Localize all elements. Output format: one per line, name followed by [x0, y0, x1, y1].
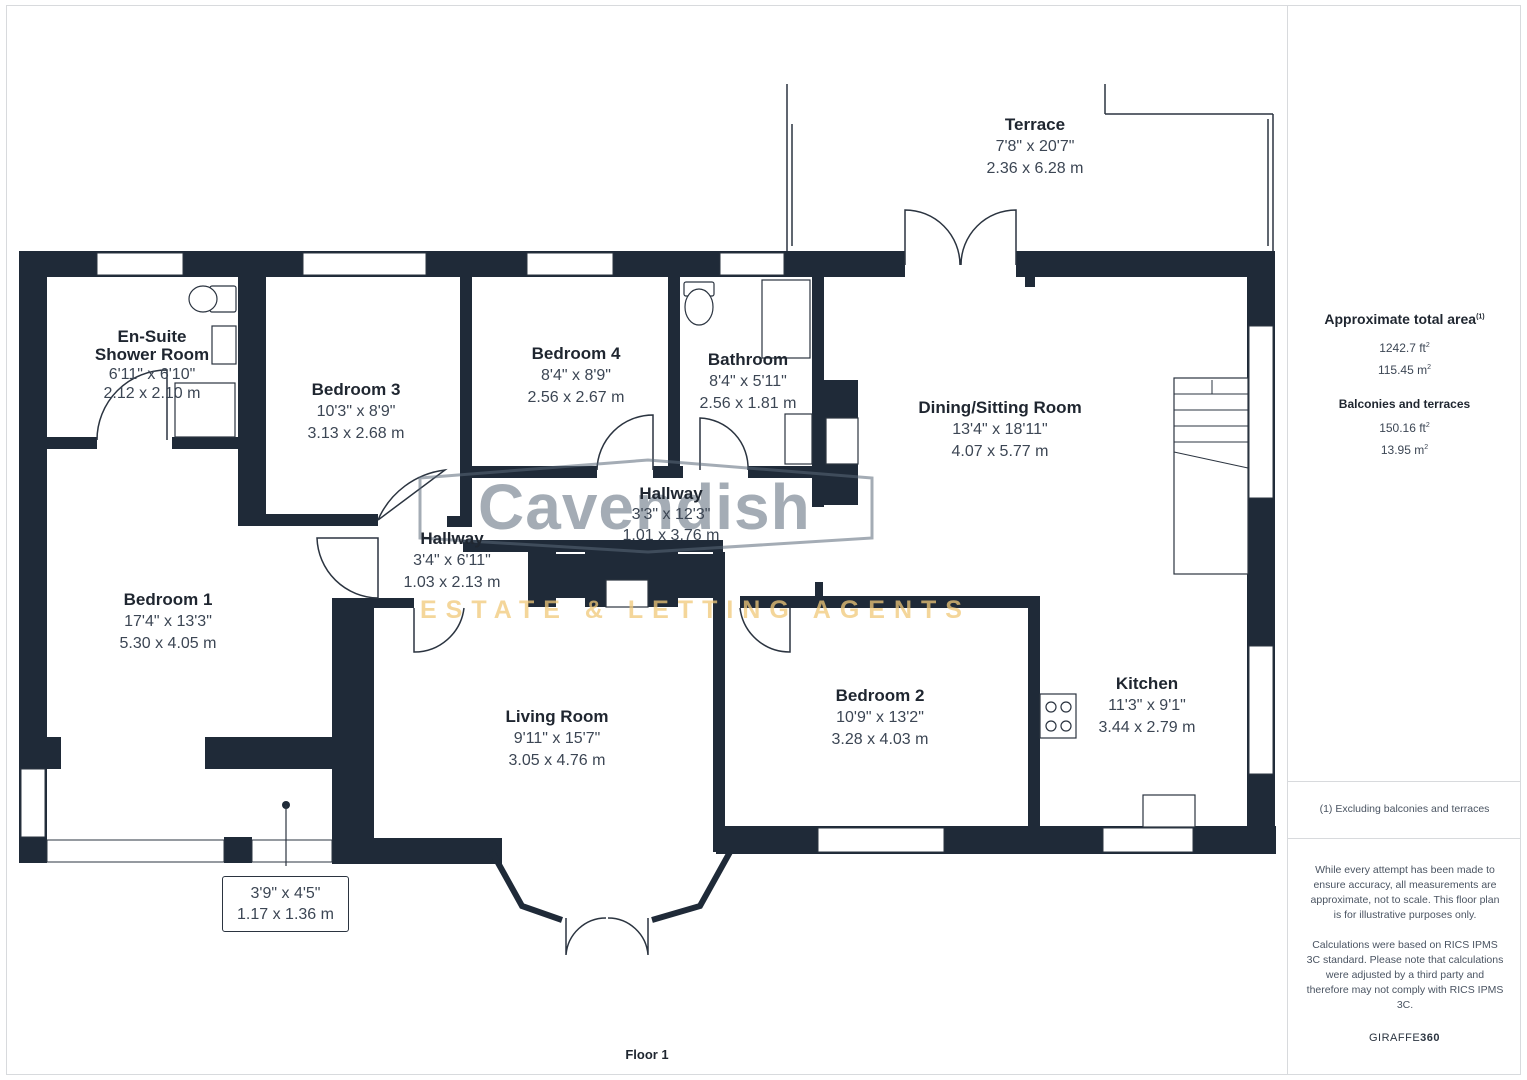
room-imperial: 8'4" x 5'11" — [709, 373, 787, 390]
room-imperial: 8'4" x 8'9" — [541, 367, 611, 384]
room-name: Hallway — [639, 484, 703, 503]
watermark-outline — [418, 458, 874, 554]
room-imperial: 13'4" x 18'11" — [952, 421, 1048, 438]
room-metric: 1.17 x 1.36 m — [237, 906, 334, 923]
balconies-ft: 150.16 ft2 — [1288, 421, 1521, 435]
room-imperial: 11'3" x 9'1" — [1108, 697, 1186, 714]
room-name: Shower Room — [94, 345, 210, 364]
small-area-label: 3'9" x 4'5" 1.17 x 1.36 m — [222, 876, 349, 932]
sup: 2 — [1427, 364, 1432, 371]
room-kitchen: Kitchen 11'3" x 9'1" 3.44 x 2.79 m — [1099, 673, 1196, 739]
room-name: Hallway — [420, 529, 484, 548]
room-imperial: 10'3" x 8'9" — [316, 403, 396, 420]
area-ft-value: 1242.7 ft — [1379, 341, 1426, 355]
room-metric: 3.13 x 2.68 m — [307, 425, 405, 442]
room-hallway-upper: Hallway 3'3" x 12'3" 1.01 x 3.76 m — [623, 483, 720, 546]
divider — [1288, 781, 1521, 782]
room-imperial: 3'9" x 4'5" — [250, 885, 321, 902]
brand-light: GIRAFFE — [1368, 1032, 1421, 1044]
bay-window — [489, 850, 733, 923]
room-bedroom3: Bedroom 3 10'3" x 8'9" 3.13 x 2.68 m — [308, 379, 405, 445]
room-name: Living Room — [505, 707, 609, 726]
room-name: Terrace — [1004, 115, 1066, 134]
room-imperial: 9'11" x 15'7" — [513, 730, 601, 747]
divider — [1288, 838, 1521, 839]
room-imperial: 3'3" x 12'3" — [631, 506, 711, 523]
room-metric: 5.30 x 4.05 m — [119, 635, 217, 652]
room-metric: 3.05 x 4.76 m — [508, 752, 606, 769]
room-metric: 2.56 x 1.81 m — [699, 395, 797, 412]
area-title-note: (1) — [1476, 313, 1485, 321]
room-bedroom1: Bedroom 1 17'4" x 13'3" 5.30 x 4.05 m — [120, 589, 217, 655]
brand-bold: 360 — [1420, 1032, 1441, 1044]
room-metric: 3.28 x 4.03 m — [831, 731, 929, 748]
room-bedroom4: Bedroom 4 8'4" x 8'9" 2.56 x 2.67 m — [528, 343, 625, 409]
area-title-text: Approximate total area — [1324, 311, 1477, 327]
balconies-m-value: 13.95 m — [1380, 443, 1425, 457]
room-metric: 3.44 x 2.79 m — [1098, 719, 1196, 736]
sup: 2 — [1425, 342, 1430, 349]
room-imperial: 17'4" x 13'3" — [124, 613, 212, 630]
area-title: Approximate total area(1) — [1288, 311, 1521, 327]
balconies-m: 13.95 m2 — [1288, 443, 1521, 457]
room-metric: 2.56 x 2.67 m — [527, 389, 625, 406]
sup: 2 — [1425, 422, 1430, 429]
fixtures — [174, 279, 1249, 828]
disclaimer-accuracy: While every attempt has been made to ens… — [1310, 864, 1500, 921]
room-metric: 2.36 x 6.28 m — [986, 160, 1084, 177]
watermark-tagline: ESTATE & LETTING AGENTS — [420, 596, 971, 624]
room-hallway-lower: Hallway 3'4" x 6'11" 1.03 x 2.13 m — [404, 528, 501, 594]
room-metric: 2.12 x 2.10 m — [103, 385, 201, 402]
room-name: Kitchen — [1115, 674, 1179, 693]
room-living: Living Room 9'11" x 15'7" 3.05 x 4.76 m — [506, 706, 609, 772]
floor-label: Floor 1 — [625, 1047, 669, 1062]
room-bedroom2: Bedroom 2 10'9" x 13'2" 3.28 x 4.03 m — [832, 685, 929, 751]
room-dining: Dining/Sitting Room 13'4" x 18'11" 4.07 … — [918, 397, 1081, 463]
stairs — [1173, 380, 1249, 469]
room-terrace: Terrace 7'8" x 20'7" 2.36 x 6.28 m — [987, 114, 1084, 180]
room-bathroom: Bathroom 8'4" x 5'11" 2.56 x 1.81 m — [700, 349, 797, 415]
room-name: Bedroom 4 — [531, 344, 621, 363]
room-imperial: 3'4" x 6'11" — [413, 552, 491, 569]
room-name: Dining/Sitting Room — [918, 398, 1082, 417]
room-name: En-Suite — [117, 327, 187, 346]
room-name: Bedroom 2 — [835, 686, 925, 705]
area-m: 115.45 m2 — [1288, 363, 1521, 377]
room-metric: 4.07 x 5.77 m — [951, 443, 1049, 460]
watermark-name: Cavendish — [478, 471, 811, 543]
room-imperial: 7'8" x 20'7" — [995, 138, 1075, 155]
area-ft: 1242.7 ft2 — [1288, 341, 1521, 355]
page-frame — [6, 5, 1521, 1075]
area-summary-panel: Approximate total area(1) 1242.7 ft2 115… — [1287, 5, 1521, 1075]
room-name: Bedroom 1 — [123, 590, 213, 609]
balconies-ft-value: 150.16 ft — [1379, 421, 1426, 435]
room-metric: 1.03 x 2.13 m — [403, 574, 501, 591]
brand-logo: GIRAFFE360 — [1288, 1032, 1521, 1044]
room-ensuite: En-Suite Shower Room 6'11" x 6'10" 2.12 … — [95, 328, 209, 403]
windows — [20, 252, 1274, 863]
disclaimer-rics: Calculations were based on RICS IPMS 3C … — [1306, 939, 1504, 1011]
terrace-outline — [786, 84, 1274, 251]
room-imperial: 6'11" x 6'10" — [108, 366, 196, 383]
doors — [96, 209, 1017, 956]
area-m-value: 115.45 m — [1377, 363, 1428, 377]
room-name: Bedroom 3 — [311, 380, 401, 399]
floor-plan — [19, 84, 1276, 956]
sup: 2 — [1424, 444, 1429, 451]
room-name: Bathroom — [707, 350, 789, 369]
room-imperial: 10'9" x 13'2" — [836, 709, 924, 726]
balconies-title: Balconies and terraces — [1338, 397, 1471, 411]
room-metric: 1.01 x 3.76 m — [622, 527, 720, 544]
footnote: (1) Excluding balconies and terraces — [1319, 803, 1490, 815]
